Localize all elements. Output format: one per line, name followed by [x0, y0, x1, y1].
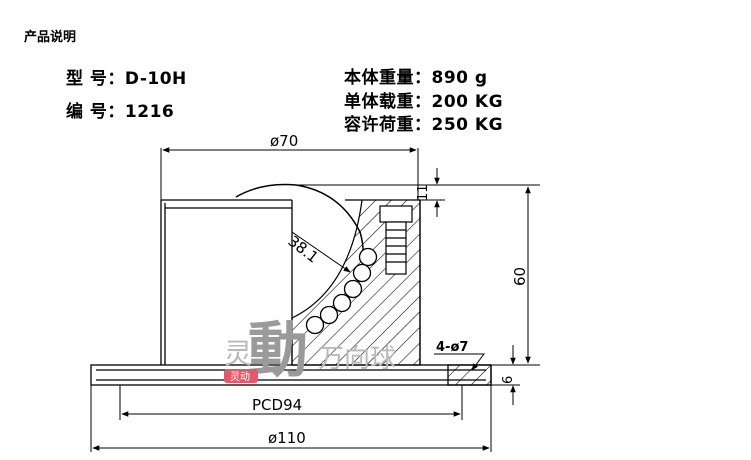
watermark-brand-tail: 万向球	[318, 344, 396, 374]
section-header: 产品说明	[24, 30, 77, 45]
spec-model-label: 型 号：	[66, 69, 125, 89]
watermark-brand-lead: 灵	[224, 337, 252, 370]
spec-load: 单体载重：200 KG	[344, 87, 503, 112]
dimension-lines	[92, 147, 531, 451]
spec-code-value: 1216	[124, 102, 175, 122]
spec-weight-value: 890 g	[431, 68, 488, 88]
spec-code-label: 编 号：	[66, 102, 125, 122]
dim-flange-diameter: ø110	[268, 429, 306, 447]
spec-weight: 本体重量：890 g	[344, 63, 488, 88]
spec-load-value: 200 KG	[431, 92, 504, 112]
dim-pcd: PCD94	[252, 396, 302, 414]
dim-total-height: 60	[511, 267, 529, 286]
dim-radius-line	[291, 231, 351, 273]
spec-weight-label: 本体重量：	[344, 68, 432, 88]
flange	[90, 364, 492, 386]
spec-load-label: 单体载重：	[344, 92, 432, 112]
watermark-logo: 灵 動 万向球 灵动	[222, 305, 452, 386]
spec-model: 型 号：D-10H	[66, 64, 187, 89]
dim-holes-leader	[434, 353, 485, 371]
watermark-graphic: 灵 動 万向球 灵动	[224, 316, 396, 386]
dim-top-width: ø70	[270, 132, 298, 150]
dim-holes: 4-ø7	[436, 340, 468, 355]
extension-lines	[90, 148, 540, 452]
cap-screw	[379, 205, 413, 275]
support-balls	[305, 247, 378, 335]
body-outline	[160, 199, 421, 365]
dim-flange-thickness: 6	[501, 376, 516, 384]
spec-allowable: 容许荷重：250 KG	[344, 110, 503, 135]
watermark-badge: 灵动	[230, 371, 250, 383]
dim-ball-radius: 38.1	[285, 232, 322, 267]
watermark-badge-bg	[224, 369, 258, 383]
spec-allowable-label: 容许荷重：	[344, 115, 432, 135]
spec-model-value: D-10H	[124, 69, 187, 89]
dim-top-height: 11	[416, 184, 431, 201]
spec-code: 编 号：1216	[66, 97, 174, 122]
spec-allowable-value: 250 KG	[431, 115, 504, 135]
